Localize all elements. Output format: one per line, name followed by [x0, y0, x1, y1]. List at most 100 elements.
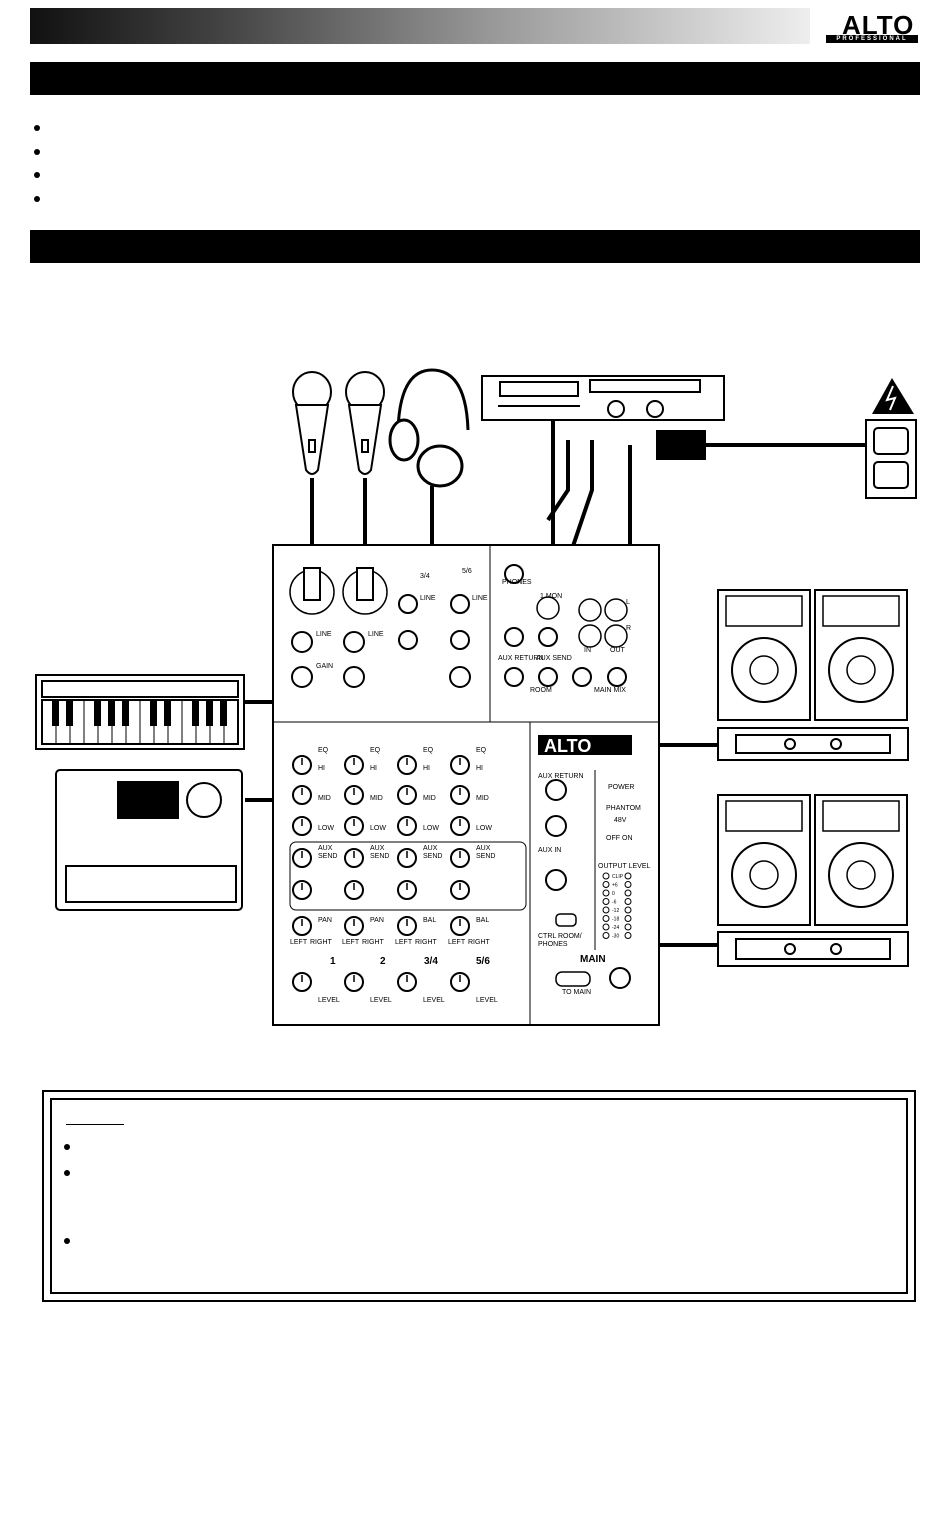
meter-tick-label: -24	[612, 925, 619, 931]
strip-label: HI	[370, 765, 377, 772]
note-box-inner	[50, 1098, 908, 1294]
bullet-icon	[34, 148, 40, 155]
knob-icon	[291, 631, 313, 653]
pan-left-label: LEFT	[395, 939, 413, 946]
channel-56-label: 5/6	[476, 956, 490, 967]
channel-2-label: 2	[380, 956, 386, 967]
phones-label-lower: PHONES	[538, 941, 568, 948]
meter-tick-label: CLIP	[612, 874, 624, 880]
room-label: ROOM	[530, 687, 552, 694]
strip-label: SEND	[423, 853, 442, 860]
jack-icon	[538, 667, 558, 687]
connection-diagram: 3/4 5/6 PHONES AUX RETURN AUX SEND 1 MON…	[35, 368, 917, 1026]
l-label: L	[626, 599, 630, 606]
jack-icon	[398, 594, 418, 614]
speaker-icon	[717, 589, 811, 721]
speaker-icon	[814, 589, 908, 721]
knob-icon	[449, 666, 471, 688]
jack-icon	[538, 627, 558, 647]
black-key	[220, 700, 227, 726]
brand-sub: PROFESSIONAL	[826, 35, 918, 43]
microphone-icon	[345, 371, 385, 475]
mixer-brand-text: ALTO	[544, 736, 591, 756]
knob-icon	[545, 815, 567, 837]
strip-label: AUX	[423, 845, 438, 852]
note-box	[42, 1090, 916, 1302]
off-label: OFF	[606, 835, 620, 842]
jack-icon	[398, 630, 418, 650]
strip-label: PAN	[370, 917, 384, 924]
switch-icon	[555, 913, 577, 927]
list-item	[34, 191, 40, 215]
black-key	[108, 700, 115, 726]
line-label: LINE	[316, 631, 332, 638]
meter-led-icon	[602, 923, 610, 931]
mixer-brand-logo: ALTO	[538, 735, 632, 756]
black-key	[206, 700, 213, 726]
strip-label: MID	[476, 795, 489, 802]
line-l-label: LINE	[420, 595, 436, 602]
section-header-bar-1	[30, 62, 920, 95]
speaker-cap	[749, 860, 779, 890]
meter-led-icon	[602, 932, 610, 939]
out-label: OUT	[610, 647, 626, 654]
power-label: POWER	[608, 784, 634, 791]
strip-label: LOW	[318, 825, 334, 832]
aux-in-label: AUX IN	[538, 847, 561, 854]
strip-label: AUX	[476, 845, 491, 852]
mixer-labels: 3/4 5/6 PHONES AUX RETURN AUX SEND 1 MON…	[316, 568, 650, 996]
meter-led-icon	[602, 906, 610, 914]
meter-led-icon	[624, 898, 632, 905]
speaker-horn	[725, 800, 803, 832]
meter-led-icon	[624, 906, 632, 914]
jack-icon	[578, 598, 602, 622]
black-key	[150, 700, 157, 726]
knob-icon	[545, 869, 567, 891]
pan-right-label: RIGHT	[415, 939, 438, 946]
list-item	[34, 167, 40, 191]
strip-label: HI	[318, 765, 325, 772]
speaker-icon	[717, 794, 811, 926]
jack-icon	[604, 598, 628, 622]
bullet-icon	[34, 125, 40, 132]
phantom-label: PHANTOM	[606, 805, 641, 812]
drum-machine-icon	[55, 769, 243, 911]
black-key	[164, 700, 171, 726]
main-mix-label: MAIN MIX	[594, 687, 626, 694]
bullet-icon	[64, 1170, 70, 1176]
effects-processor-icon	[481, 375, 725, 421]
switch-icon	[555, 971, 591, 987]
strip-label: EQ	[423, 747, 434, 754]
note-heading-underline	[66, 1124, 124, 1125]
speaker-icon	[814, 794, 908, 926]
meter-led-icon	[624, 872, 632, 880]
jack-icon	[604, 624, 628, 648]
speaker-cap	[846, 655, 876, 685]
on-label: ON	[622, 835, 633, 842]
power-outlet-icon	[865, 419, 917, 499]
xlr-plug-icon	[303, 567, 321, 601]
aux-return-label-lower: AUX RETURN	[538, 773, 584, 780]
knob-icon	[291, 666, 313, 688]
jack-icon	[536, 596, 560, 620]
jack-icon	[578, 624, 602, 648]
meter-led-icon	[602, 915, 610, 922]
list-item	[34, 120, 40, 144]
strip-label: EQ	[370, 747, 381, 754]
bullet-icon	[34, 195, 40, 202]
meter-tick-label: -30	[612, 934, 619, 940]
strip-label: BAL	[423, 917, 436, 924]
knob-icon	[545, 779, 567, 801]
knob-icon	[609, 967, 631, 989]
strip-label: HI	[423, 765, 430, 772]
strip-label: SEND	[370, 853, 389, 860]
meter-led-icon	[624, 889, 632, 897]
aux-send-label: AUX SEND	[536, 655, 572, 662]
phones-label: PHONES	[502, 579, 532, 586]
main-label: MAIN	[580, 954, 606, 965]
bullet-icon	[34, 172, 40, 179]
to-main-label: TO MAIN	[562, 989, 591, 996]
meter-tick-label: -12	[612, 908, 619, 914]
strip-label: AUX	[370, 845, 385, 852]
header-gradient-bar	[30, 8, 810, 44]
